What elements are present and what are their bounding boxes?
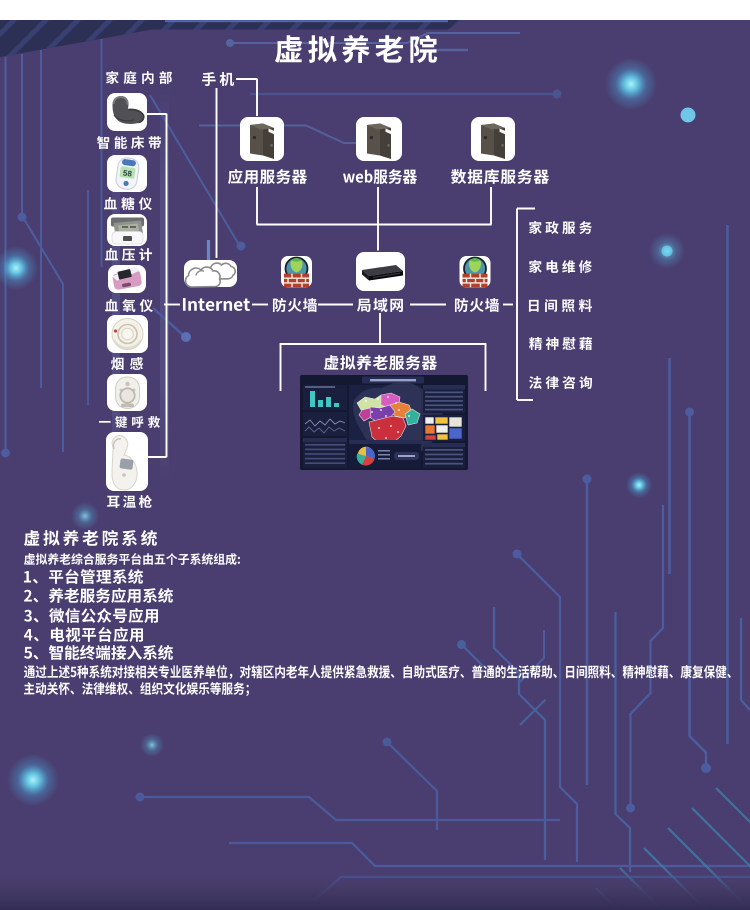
svg-text:58: 58 xyxy=(122,168,133,178)
